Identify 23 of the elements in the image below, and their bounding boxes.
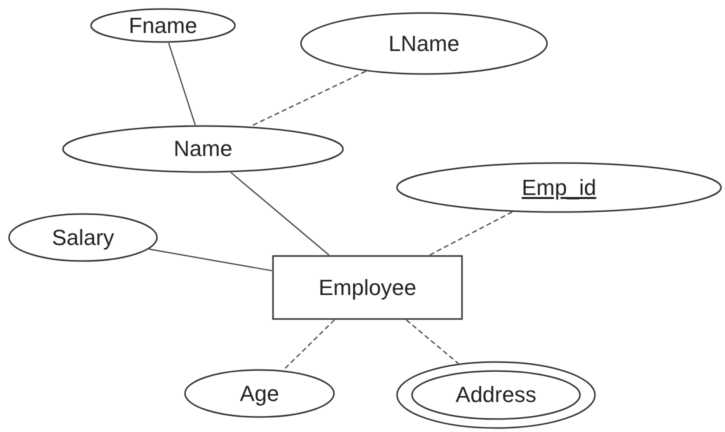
- attribute-name: Salary: [52, 226, 114, 248]
- connector-line: [230, 172, 330, 256]
- entity-box: [272, 255, 463, 320]
- attribute-name: Employee: [318, 276, 416, 298]
- connector-line: [250, 70, 366, 127]
- attribute-ellipse: [62, 125, 344, 173]
- connector-line: [429, 211, 512, 256]
- connector-line: [282, 320, 335, 371]
- attribute-name: Age: [240, 382, 280, 404]
- attribute-name: Name: [174, 138, 232, 160]
- attribute-ellipse: [8, 213, 158, 262]
- attribute-name: LName: [388, 32, 460, 54]
- connector-line: [148, 248, 272, 272]
- connector-line: [406, 320, 459, 364]
- attribute-ellipse: [184, 369, 335, 418]
- attribute-name: Emp_id: [522, 176, 596, 198]
- attribute-name: Address: [456, 384, 536, 406]
- attribute-ellipse: [300, 12, 548, 75]
- attribute-ellipse: [90, 8, 236, 43]
- key-attribute-ellipse: [396, 162, 722, 213]
- connector-line: [168, 42, 196, 126]
- attribute-name: Fname: [128, 14, 198, 36]
- multivalued-attribute-ellipse: [396, 361, 596, 429]
